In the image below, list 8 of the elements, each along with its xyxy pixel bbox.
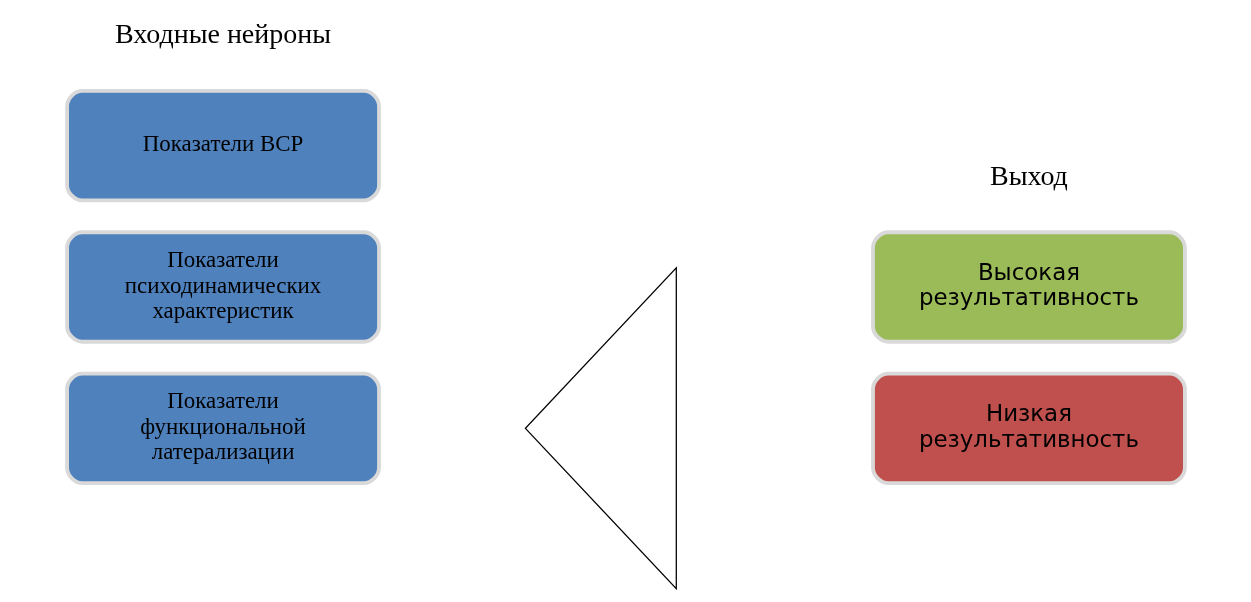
node-picture	[524, 266, 677, 591]
node-box: Низкая результативность	[870, 371, 1187, 485]
label: Входные нейроны	[114, 18, 331, 50]
node-box: Высокая результативность	[870, 230, 1187, 344]
node-box: Показатели психодинамических характеристик	[64, 230, 381, 344]
node-box: Показатели ВСР	[64, 89, 381, 203]
label: Выход	[989, 159, 1068, 191]
node-box: Показатели функциональной латерализации	[64, 371, 381, 485]
